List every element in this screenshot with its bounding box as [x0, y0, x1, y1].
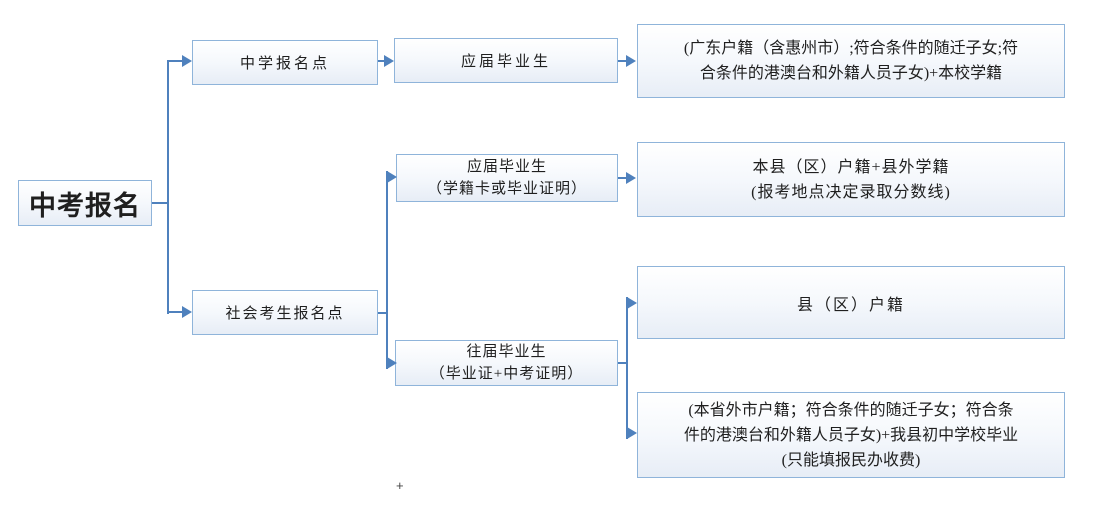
node-local-county-household-result: 本县（区）户籍+县外学籍 (报考地点决定录取分数线) [637, 142, 1065, 217]
node-zhongkao-registration: 中考报名 [18, 180, 152, 226]
node-social-candidate-registration-point: 社会考生报名点 [192, 290, 378, 335]
plus-mark: + [396, 478, 404, 493]
arrow-right-icon [182, 55, 192, 67]
node-current-graduates-with-records: 应届毕业生 （学籍卡或毕业证明） [396, 154, 618, 202]
arrow-right-icon [387, 171, 397, 183]
connector-to-social-point [167, 311, 183, 313]
connector-to-school-point [167, 60, 183, 62]
connector-past-stub [618, 362, 628, 364]
node-middle-school-registration-point: 中学报名点 [192, 40, 378, 85]
arrow-right-icon [627, 297, 637, 309]
arrow-right-icon [182, 306, 192, 318]
arrow-right-icon [627, 427, 637, 439]
connector-trunk-level1 [167, 60, 169, 314]
node-county-household-result: 县（区）户籍 [637, 266, 1065, 339]
connector-root-stub [152, 202, 169, 204]
node-guangdong-household-result: (广东户籍（含惠州市）;符合条件的随迁子女;符 合条件的港澳台和外籍人员子女)+… [637, 24, 1065, 98]
arrow-right-icon [626, 55, 636, 67]
connector-trunk-social [386, 171, 388, 369]
connector-fresh-to-result [618, 60, 627, 62]
connector-fresh2-to-result [618, 177, 627, 179]
connector-social-stub [378, 312, 388, 314]
connector-school-to-fresh [378, 60, 386, 62]
node-out-of-city-household-result: (本省外市户籍；符合条件的随迁子女；符合条 件的港澳台和外籍人员子女)+我县初中… [637, 392, 1065, 478]
arrow-right-icon [384, 55, 394, 67]
node-former-graduates: 往届毕业生 （毕业证+中考证明） [395, 340, 618, 386]
arrow-right-icon [626, 172, 636, 184]
node-current-graduates: 应届毕业生 [394, 38, 618, 83]
arrow-right-icon [387, 357, 397, 369]
connector-trunk-past [626, 297, 628, 439]
